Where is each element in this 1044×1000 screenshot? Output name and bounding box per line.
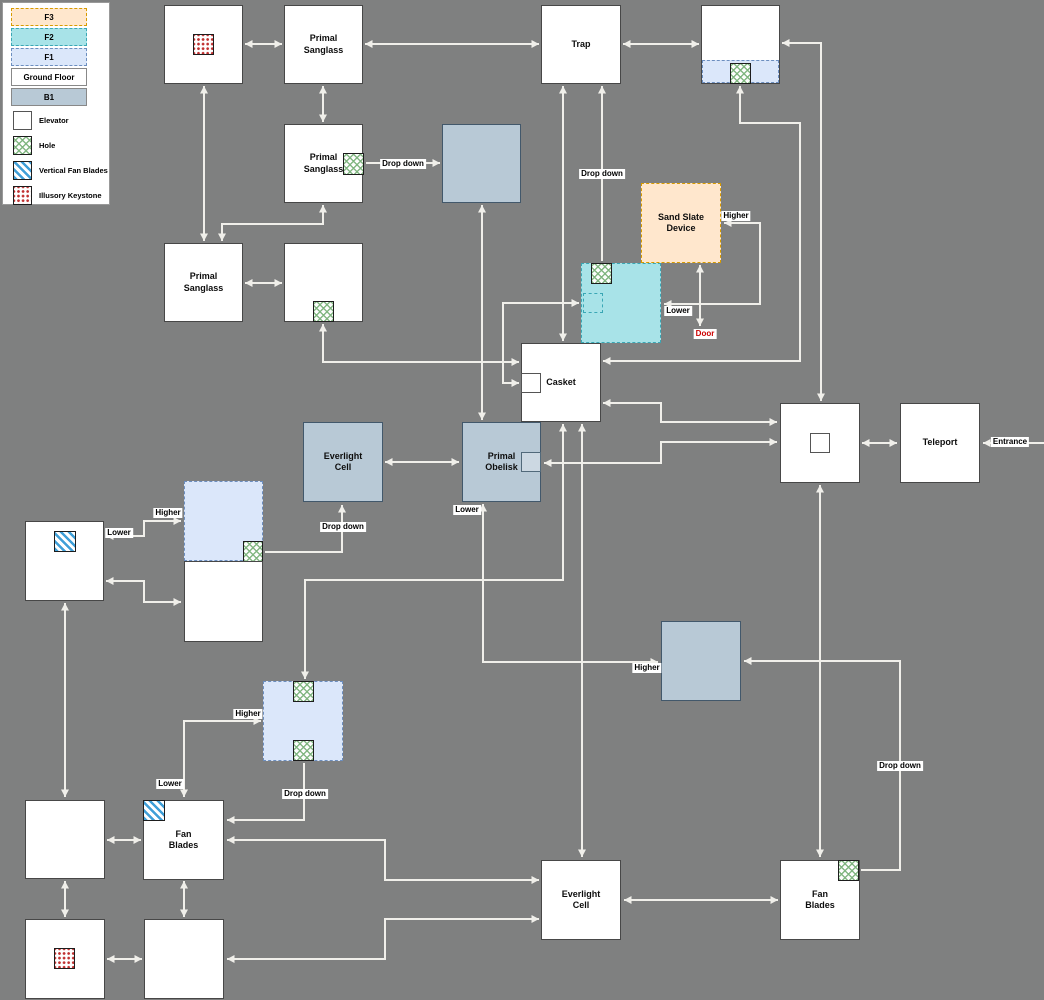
room-label-everlight-cell-lower: Everlight Cell bbox=[561, 888, 601, 910]
room-west-room[interactable] bbox=[25, 800, 105, 879]
legend-icon-label: Hole bbox=[39, 141, 56, 150]
elevator-icon bbox=[521, 373, 541, 393]
hole-icon bbox=[293, 740, 314, 761]
room-sand-slate-device[interactable]: Sand Slate Device bbox=[641, 183, 721, 263]
legend-icon-label: Vertical Fan Blades bbox=[39, 166, 108, 175]
hole-icon bbox=[591, 263, 612, 284]
room-label-sand-slate-device: Sand Slate Device bbox=[657, 211, 704, 233]
legend-floor-f2: F2 bbox=[11, 28, 87, 46]
room-label-fan-blades-west: Fan Blades bbox=[168, 828, 199, 850]
edge-label: Lower bbox=[105, 528, 133, 538]
edge-label: Higher bbox=[233, 709, 263, 719]
room-b1-room-north[interactable] bbox=[442, 124, 521, 203]
edge-label: Drop down bbox=[579, 169, 625, 179]
legend-floor-f1: F1 bbox=[11, 48, 87, 66]
elevator-icon bbox=[583, 293, 603, 313]
room-label-primal-obelisk: Primal Obelisk bbox=[485, 450, 518, 472]
legend-floor-f3: F3 bbox=[11, 8, 87, 26]
edge-label: Higher bbox=[153, 508, 183, 518]
edge-label: Lower bbox=[664, 306, 692, 316]
fan-icon bbox=[54, 531, 76, 552]
room-trap[interactable]: Trap bbox=[541, 5, 621, 84]
connection-south-room--everlight-cell-lower bbox=[227, 915, 539, 963]
fan-icon bbox=[143, 800, 165, 821]
edge-label: Drop down bbox=[282, 789, 328, 799]
room-label-primal-sanglass-2: Primal Sanglass bbox=[303, 152, 344, 174]
connection-fan-blades-west--everlight-cell-lower bbox=[227, 836, 539, 884]
edge-label: Door bbox=[693, 329, 717, 339]
connection-northeast-room--elevator-hall bbox=[782, 39, 825, 401]
legend-icon-label: Illusory Keystone bbox=[39, 191, 102, 200]
edge-label: Lower bbox=[453, 505, 481, 515]
connection-f1-double-hole--fan-blades-west bbox=[180, 717, 261, 797]
connection-primal-sanglass-2--primal-sanglass-3 bbox=[218, 205, 327, 241]
edge-label: Drop down bbox=[877, 761, 923, 771]
room-label-everlight-cell-upper: Everlight Cell bbox=[323, 450, 363, 472]
edge-label: Drop down bbox=[380, 159, 426, 169]
edge-label: Entrance bbox=[990, 437, 1030, 447]
keystone-icon bbox=[193, 34, 214, 55]
connection-primal-obelisk-elevator--elevator-hall bbox=[544, 438, 777, 467]
connection-hole-room-hole--casket bbox=[319, 324, 519, 366]
hole-icon bbox=[838, 860, 859, 881]
room-fan-blades-west[interactable]: Fan Blades bbox=[143, 800, 224, 880]
room-teleport[interactable]: Teleport bbox=[900, 403, 980, 483]
edge-label: Higher bbox=[721, 211, 751, 221]
connection-fan-room-west--room-under-ledge bbox=[106, 577, 181, 606]
edge-label: Lower bbox=[156, 779, 184, 789]
room-b1-room-east[interactable] bbox=[661, 621, 741, 701]
connection-casket--elevator-hall bbox=[603, 399, 777, 426]
room-primal-sanglass-3[interactable]: Primal Sanglass bbox=[164, 243, 243, 322]
elevator-icon bbox=[521, 452, 541, 472]
vertical-fan-blades-icon bbox=[13, 161, 32, 180]
room-label-primal-sanglass-1: Primal Sanglass bbox=[303, 33, 344, 55]
hole-icon bbox=[313, 301, 334, 322]
hole-icon bbox=[730, 63, 751, 84]
room-everlight-cell-upper[interactable]: Everlight Cell bbox=[303, 422, 383, 502]
room-label-primal-sanglass-3: Primal Sanglass bbox=[183, 271, 224, 293]
hole-icon bbox=[243, 541, 263, 562]
elevator-icon bbox=[13, 111, 32, 130]
room-label-casket: Casket bbox=[546, 376, 576, 387]
legend-icon-label: Elevator bbox=[39, 116, 69, 125]
elevator-icon bbox=[810, 433, 830, 453]
legend-floor-b1: B1 bbox=[11, 88, 87, 106]
room-label-fan-blades-east: Fan Blades bbox=[805, 888, 835, 910]
room-everlight-cell-lower[interactable]: Everlight Cell bbox=[541, 860, 621, 940]
room-label-trap: Trap bbox=[571, 38, 591, 49]
room-room-under-ledge[interactable] bbox=[184, 561, 263, 642]
edge-label: Drop down bbox=[320, 522, 366, 532]
connection-primal-obelisk--b1-room-east bbox=[479, 504, 658, 666]
keystone-icon bbox=[54, 948, 75, 969]
legend-floor-ground-floor: Ground Floor bbox=[11, 68, 87, 86]
room-south-room[interactable] bbox=[144, 919, 224, 999]
illusory-keystone-icon bbox=[13, 186, 32, 205]
hole-icon bbox=[13, 136, 32, 155]
room-label-teleport: Teleport bbox=[922, 437, 958, 448]
room-primal-sanglass-1[interactable]: Primal Sanglass bbox=[284, 5, 363, 84]
hole-icon bbox=[343, 153, 364, 175]
edge-label: Higher bbox=[632, 663, 662, 673]
hole-icon bbox=[293, 681, 314, 702]
